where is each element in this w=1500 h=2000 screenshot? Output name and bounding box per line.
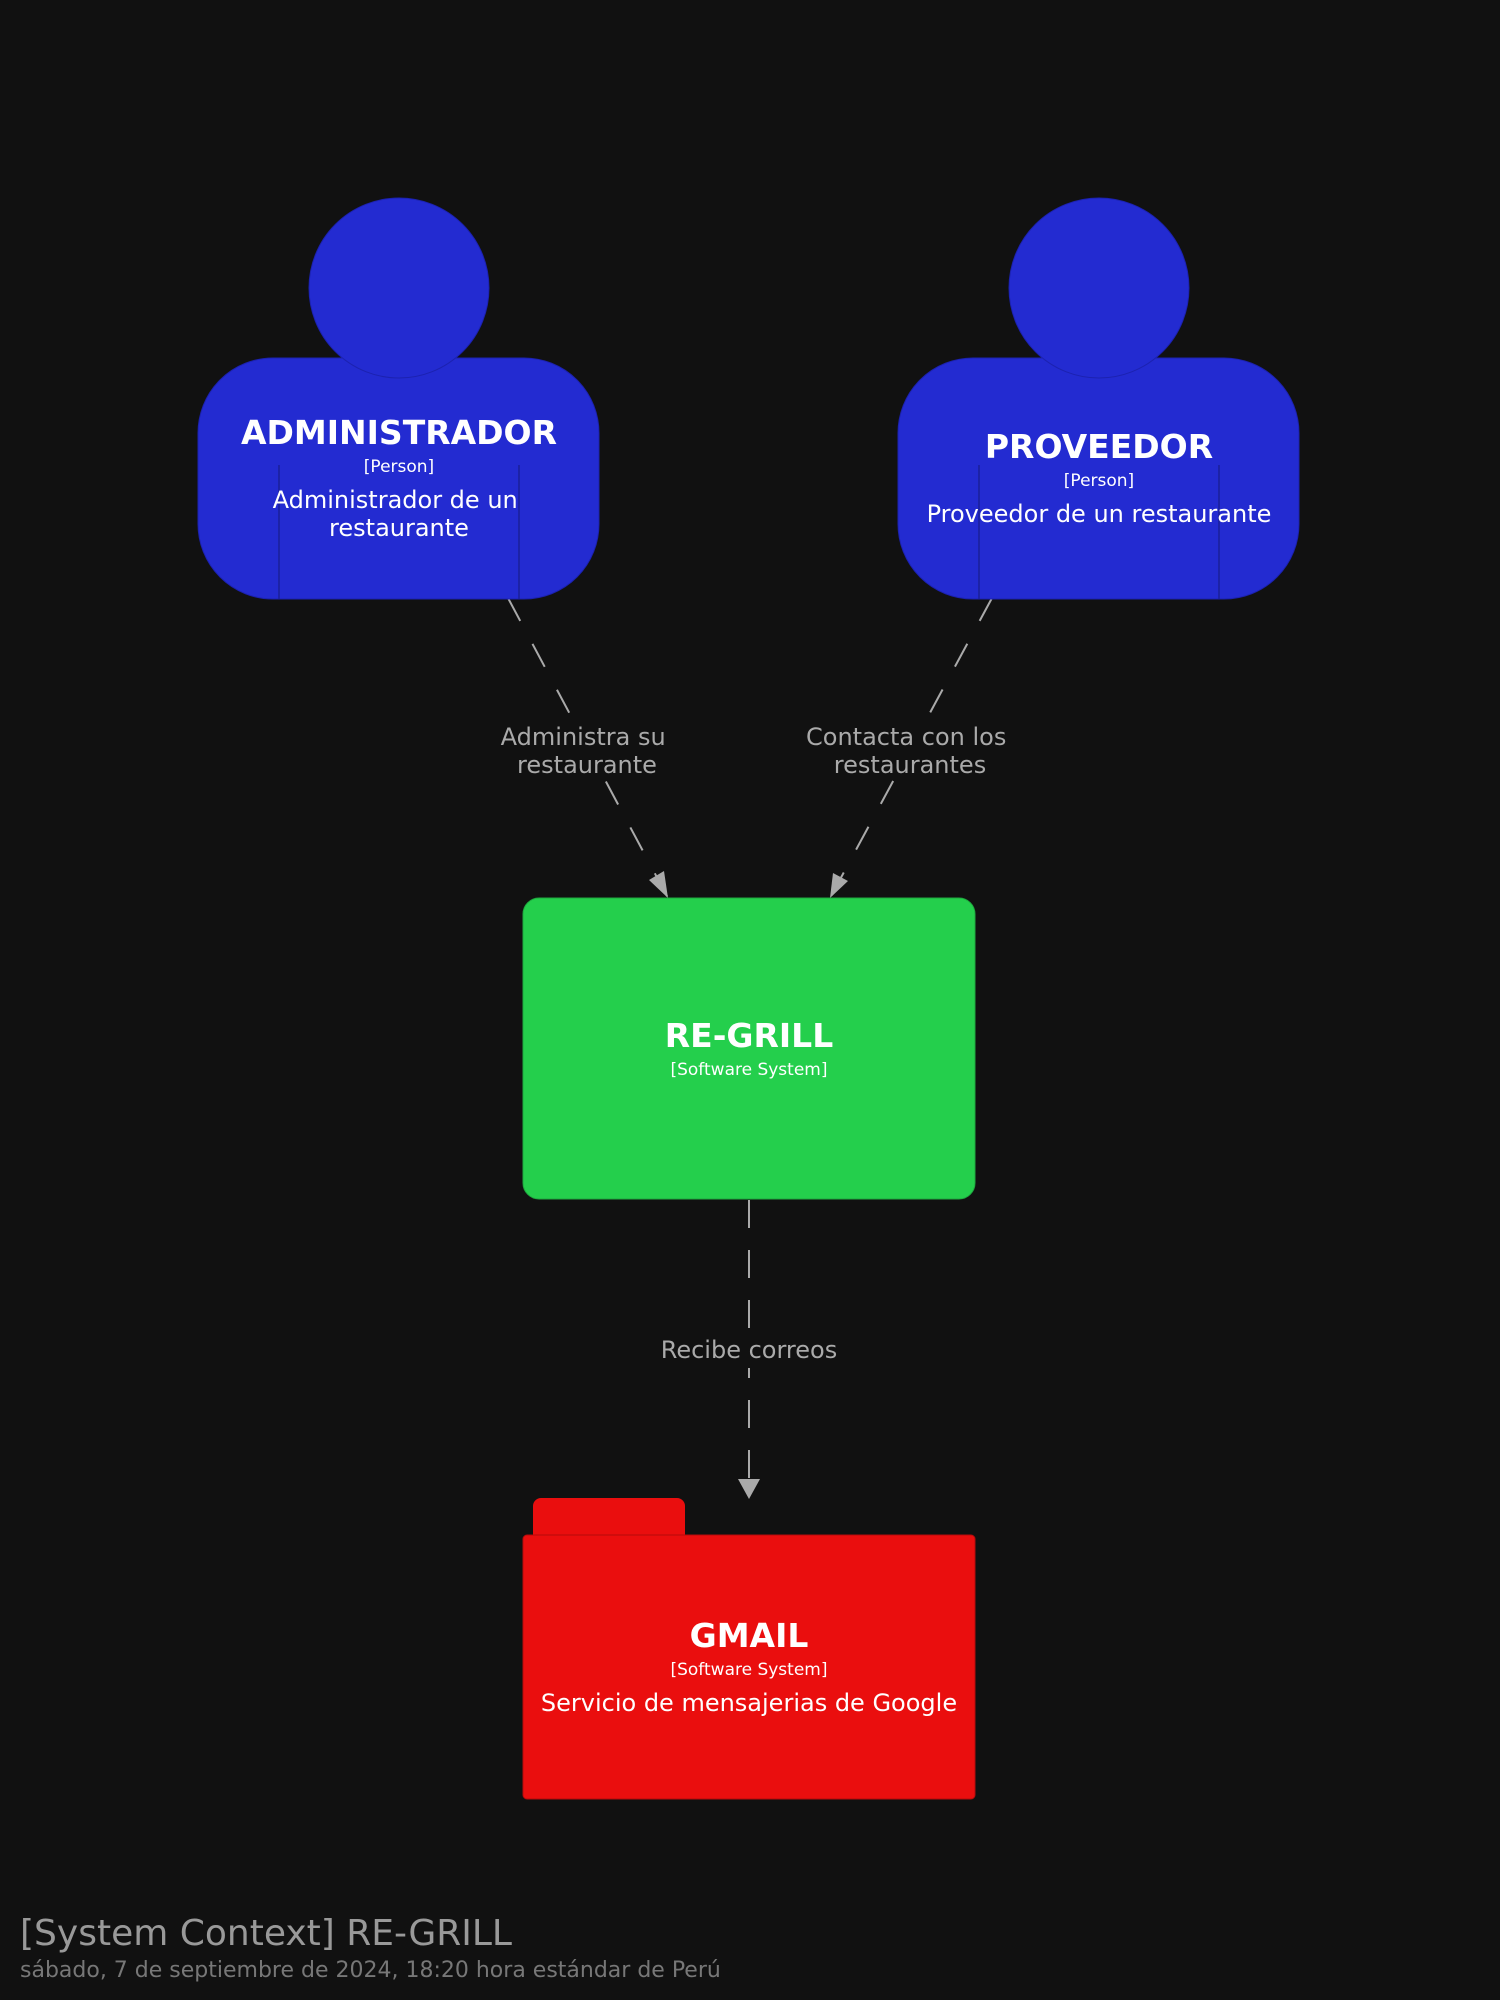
edge-label-line-2: restaurante [517, 751, 657, 779]
diagram-title: [System Context] RE-GRILL [20, 1913, 512, 1954]
node-description: Proveedor de un restaurante [927, 500, 1272, 528]
arrowhead-icon [649, 871, 668, 898]
node-type: [Person] [1064, 471, 1134, 491]
node-description-line-1: Proveedor de un restaurante [927, 500, 1272, 528]
edge-label-line-1: Administra su [501, 723, 666, 751]
edge-label-line-2: restaurantes [834, 751, 986, 779]
node-description: Servicio de mensajerias de Google [541, 1689, 957, 1717]
person-shape-icon [197, 197, 600, 600]
edge-regrill-gmail[interactable]: Recibe correos [655, 1200, 843, 1499]
node-description-line-1: Administrador de un [273, 486, 518, 514]
node-type: [Software System] [670, 1060, 827, 1080]
edge-label: Administra su restaurante [501, 723, 674, 779]
edge-label-line-1: Contacta con los [806, 723, 1006, 751]
node-type: [Software System] [670, 1660, 827, 1680]
edge-label: Contacta con los restaurantes [806, 723, 1014, 779]
arrowhead-icon [738, 1479, 760, 1499]
node-title: ADMINISTRADOR [241, 413, 557, 452]
node-type: [Person] [364, 457, 434, 477]
person-shape-icon [897, 197, 1300, 600]
node-title: RE-GRILL [665, 1016, 833, 1055]
person-administrador[interactable]: ADMINISTRADOR [Person] Administrador de … [197, 197, 600, 600]
node-description-line-2: restaurante [329, 514, 469, 542]
person-proveedor[interactable]: PROVEEDOR [Person] Proveedor de un resta… [897, 197, 1300, 600]
diagram-footer: [System Context] RE-GRILL sábado, 7 de s… [20, 1912, 1420, 1986]
edge-admin-regrill[interactable]: Administra su restaurante [500, 597, 675, 899]
node-description-line-1: Servicio de mensajerias de Google [541, 1689, 957, 1717]
edge-proveedor-regrill[interactable]: Contacta con los restaurantes [806, 597, 1014, 899]
node-description: Administrador de un restaurante [273, 486, 526, 542]
arrowhead-icon [830, 873, 848, 898]
system-regrill[interactable]: RE-GRILL [Software System] [522, 897, 976, 1200]
node-title: PROVEEDOR [985, 427, 1213, 466]
node-title: GMAIL [690, 1616, 809, 1655]
edge-label-line-1: Recibe correos [661, 1336, 837, 1364]
edge-label: Recibe correos [661, 1336, 837, 1364]
system-gmail[interactable]: GMAIL [Software System] Servicio de mens… [522, 1498, 976, 1800]
diagram-timestamp: sábado, 7 de septiembre de 2024, 18:20 h… [20, 1958, 721, 1983]
system-box [522, 897, 976, 1200]
folder-shape-icon [522, 1498, 976, 1800]
